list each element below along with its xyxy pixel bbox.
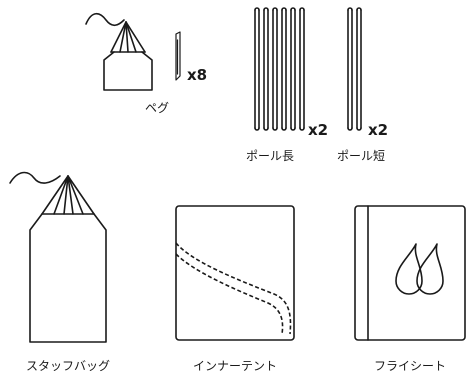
peg-label: ペグ [144,101,170,115]
peg-bag-icon [85,12,153,91]
stuff-bag-icon [9,171,107,343]
short-poles-icon [347,7,362,131]
long-pole-label: ポール長 [245,149,295,163]
peg-icon [175,31,181,81]
fly-sheet-label: フライシート [373,359,447,373]
fly-sheet-icon [354,205,466,341]
long-pole-quantity: x2 [308,121,328,139]
inner-tent-icon [175,205,295,341]
water-droplets-icon [395,243,444,295]
short-pole-quantity: x2 [368,121,388,139]
long-poles-icon [254,7,305,131]
inner-tent-label: インナーテント [192,359,278,373]
short-pole-label: ポール短 [336,149,386,163]
stuff-bag-label: スタッフバッグ [25,359,111,373]
peg-quantity: x8 [187,66,207,84]
